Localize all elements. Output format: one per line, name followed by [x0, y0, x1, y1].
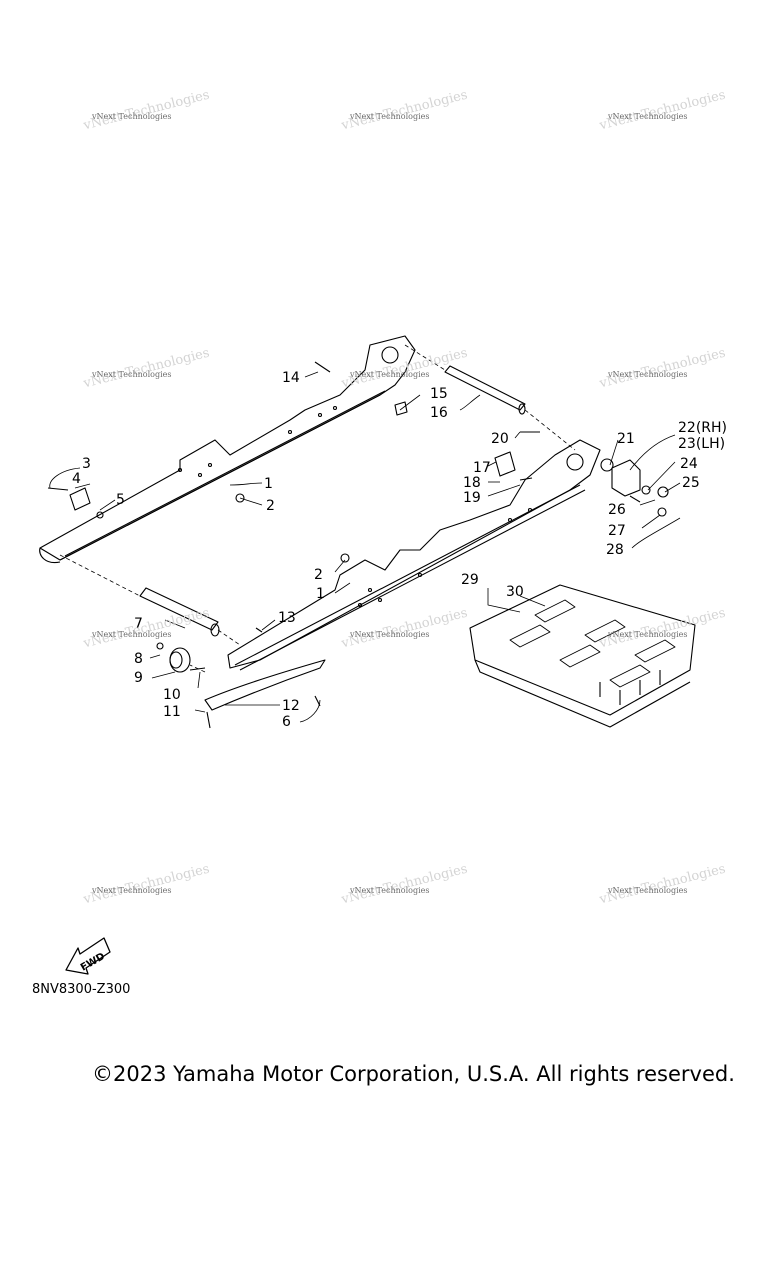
upper-slide-rail: [39, 335, 416, 561]
callout-28: 28: [606, 542, 624, 558]
diagram-code: 8NV8300-Z300: [32, 982, 131, 997]
lower-slide-rail: [227, 439, 601, 671]
fwd-label: FWD: [79, 951, 107, 974]
callout-30: 30: [506, 584, 524, 600]
callout-15: 15: [430, 386, 448, 402]
callout-18: 18: [463, 475, 481, 491]
rear-wheel-block: [600, 458, 669, 517]
callout-17: 17: [473, 460, 491, 476]
callout-6: 6: [282, 714, 291, 730]
callout-13: 13: [278, 610, 296, 626]
callout-29: 29: [461, 572, 479, 588]
callout-26: 26: [608, 502, 626, 518]
callout-1b: 1: [316, 586, 325, 602]
callout-25: 25: [682, 475, 700, 491]
bolts: [47, 361, 540, 729]
callout-5: 5: [116, 492, 125, 508]
callout-12: 12: [282, 698, 300, 714]
callout-2a: 2: [266, 498, 275, 514]
fwd-arrow-icon: [65, 937, 111, 975]
callout-24: 24: [680, 456, 698, 472]
callout-2b: 2: [314, 567, 323, 583]
callout-9: 9: [134, 670, 143, 686]
idler-wheel: [169, 647, 191, 673]
callout-16: 16: [430, 405, 448, 421]
slider-strip: [204, 659, 326, 711]
callout-1a: 1: [264, 476, 273, 492]
rail-tip: [39, 547, 61, 564]
callout-27: 27: [608, 523, 626, 539]
callout-10: 10: [163, 687, 181, 703]
callout-22: 22(RH): [678, 420, 727, 436]
callout-8: 8: [134, 651, 143, 667]
callout-20: 20: [491, 431, 509, 447]
leader-lines: [49, 371, 681, 723]
track-segment: [469, 584, 696, 728]
rear-shaft: [444, 365, 526, 415]
callout-11: 11: [163, 704, 181, 720]
callout-23: 23(LH): [678, 436, 725, 452]
stopper-block: [69, 401, 516, 511]
callout-4: 4: [72, 471, 81, 487]
front-shaft: [139, 587, 220, 637]
callout-7: 7: [134, 616, 143, 632]
callout-14: 14: [282, 370, 300, 386]
callout-19: 19: [463, 490, 481, 506]
callout-21: 21: [617, 431, 635, 447]
copyright-notice: ©2023 Yamaha Motor Corporation, U.S.A. A…: [92, 1062, 735, 1086]
callout-3: 3: [82, 456, 91, 472]
